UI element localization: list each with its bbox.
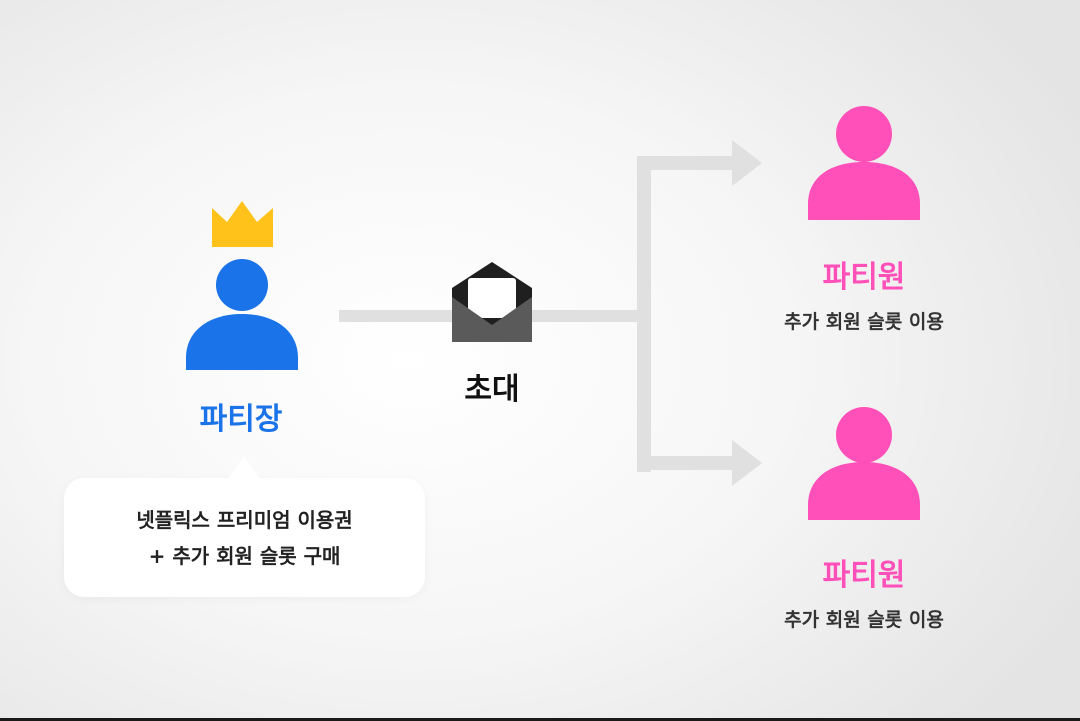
connector-vertical xyxy=(637,162,651,472)
connector-lines xyxy=(339,140,762,486)
connector-branch-bottom xyxy=(637,456,737,470)
arrow-head-bottom-icon xyxy=(732,440,762,486)
envelope-icon xyxy=(452,262,532,342)
member-label-2: 파티원 xyxy=(822,558,906,593)
member-description-1: 추가 회원 슬롯 이용 xyxy=(784,311,944,333)
invite-label: 초대 xyxy=(464,372,520,407)
crown-icon xyxy=(212,201,273,247)
connector-branch-top xyxy=(637,156,737,170)
bubble-line-1: 넷플릭스 프리미엄 이용권 xyxy=(136,507,353,532)
member-person-icon-2 xyxy=(808,407,920,520)
member-label-1: 파티원 xyxy=(822,260,906,295)
host-info-bubble: 넷플릭스 프리미엄 이용권 + 추가 회원 슬롯 구매 xyxy=(64,456,425,597)
member-person-icon-1 xyxy=(808,106,920,220)
host-label: 파티장 xyxy=(199,402,283,437)
host-person-icon xyxy=(186,259,298,370)
bottom-rule xyxy=(0,718,1080,721)
member-description-2: 추가 회원 슬롯 이용 xyxy=(784,609,944,631)
bubble-line-2: + 추가 회원 슬롯 구매 xyxy=(148,543,341,568)
arrow-head-top-icon xyxy=(732,140,762,186)
